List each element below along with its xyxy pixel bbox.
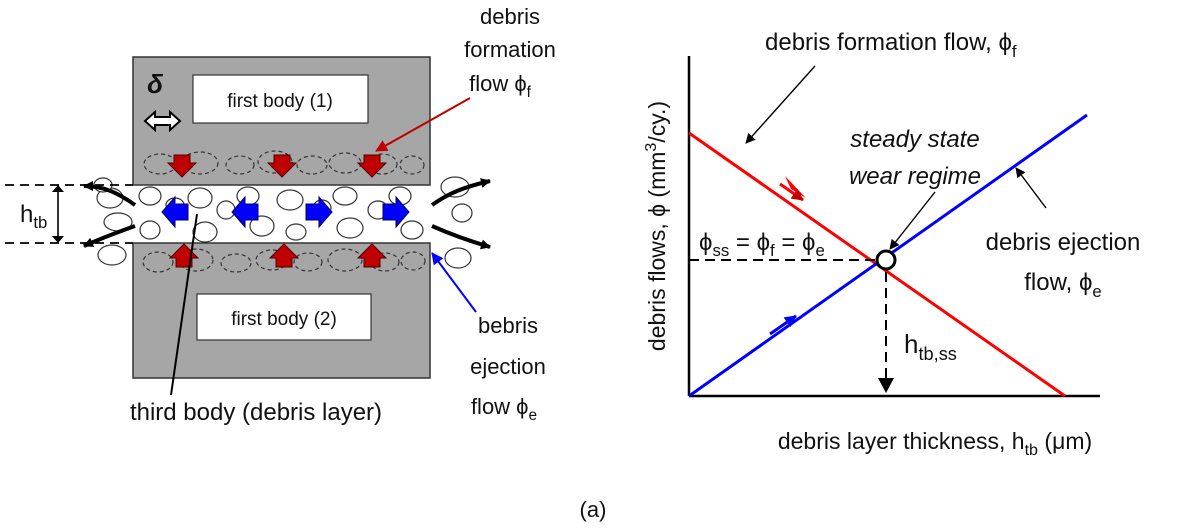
steady-state-point bbox=[875, 249, 897, 271]
figure-caption: (a) bbox=[580, 497, 607, 522]
svg-text:bebris: bebris bbox=[478, 313, 538, 338]
steady-state-label-2: wear regime bbox=[849, 163, 981, 190]
ejection-pointer-arrow bbox=[431, 252, 477, 313]
y-axis-label: debris flows, ϕ (mm3/cy.) bbox=[642, 101, 670, 351]
title-pointer bbox=[745, 65, 816, 144]
steady-down-arrow-icon bbox=[878, 378, 894, 393]
formation-pointer-arrow bbox=[375, 97, 471, 152]
first-body-top-label: first body (1) bbox=[227, 91, 333, 112]
ejection-series-label-1: debris ejection bbox=[986, 229, 1141, 256]
right-lower-ejection-arrow bbox=[431, 224, 491, 250]
htb-arrow-down-icon bbox=[52, 236, 64, 243]
ejection-series-label-2: flow, ϕe bbox=[1024, 269, 1101, 301]
first-body-bottom-label-box bbox=[196, 293, 372, 341]
steady-equation: ϕss = ϕf = ϕe bbox=[699, 229, 825, 260]
steady-state-label-1: steady state bbox=[850, 126, 979, 153]
tribology-diagram: first body (1) first body (2) δ bbox=[5, 4, 556, 426]
svg-text:formation: formation bbox=[464, 37, 556, 62]
htb-label-bg bbox=[18, 196, 54, 232]
formation-flow-label: debris formation flow ϕf bbox=[464, 4, 556, 101]
ejection-flow-label: bebris ejection flow ϕe bbox=[470, 313, 546, 424]
left-lower-ejection-arrow bbox=[83, 224, 136, 248]
right-upper-ejection-arrow bbox=[430, 178, 491, 207]
formation-direction-marker bbox=[779, 182, 804, 202]
flow-chart: debris formation flow, ϕf steady state w… bbox=[642, 29, 1140, 459]
ejection-direction-marker bbox=[769, 314, 797, 336]
x-axis-label: debris layer thickness, htb (μm) bbox=[778, 428, 1092, 459]
htb-label: htb bbox=[20, 201, 47, 232]
third-body-label: third body (debris layer) bbox=[130, 399, 382, 426]
third-body-pointer bbox=[170, 213, 198, 396]
svg-text:flow ϕf: flow ϕf bbox=[469, 71, 532, 101]
first-body-bottom-label: first body (2) bbox=[231, 309, 337, 330]
first-body-top-label-box bbox=[192, 74, 369, 124]
delta-symbol: δ bbox=[147, 69, 163, 99]
htb-arrow-up-icon bbox=[52, 185, 64, 192]
svg-text:flow ϕe: flow ϕe bbox=[471, 394, 537, 424]
steady-state-pointer bbox=[889, 191, 936, 250]
chart-title: debris formation flow, ϕf bbox=[765, 29, 1017, 61]
third-body-particles bbox=[93, 176, 473, 269]
svg-text:debris: debris bbox=[480, 4, 540, 29]
double-arrow-icon bbox=[143, 109, 182, 133]
left-upper-ejection-arrow bbox=[83, 181, 137, 207]
ejection-arrows bbox=[161, 195, 410, 229]
svg-text:ejection: ejection bbox=[470, 354, 546, 379]
ejection-series-pointer bbox=[1015, 167, 1047, 209]
htb-ss-label: htb,ss bbox=[904, 329, 957, 364]
formation-arrows-top bbox=[166, 154, 388, 178]
